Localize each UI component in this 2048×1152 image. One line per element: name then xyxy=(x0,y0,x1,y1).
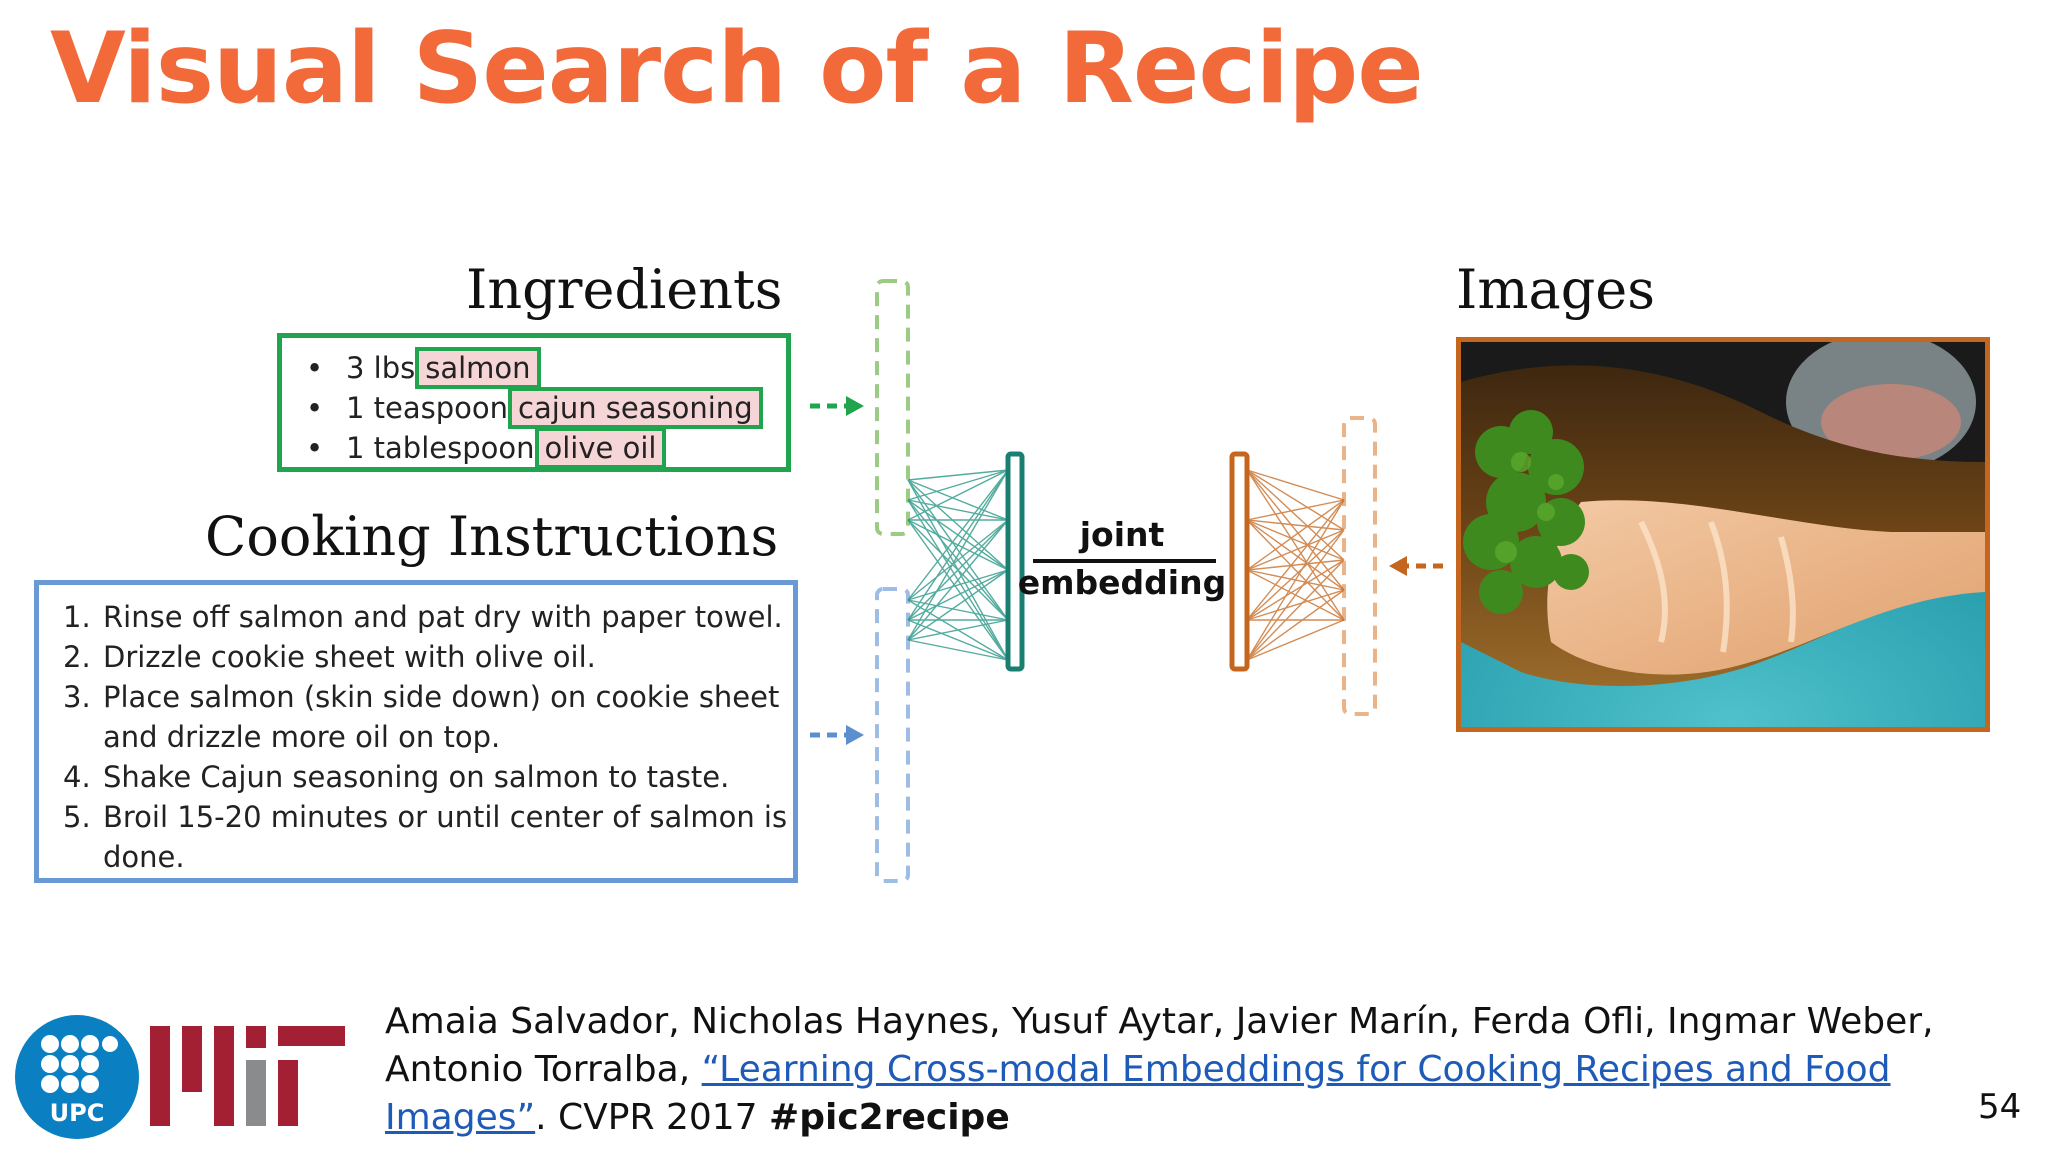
instruction-line: 2. Drizzle cookie sheet with olive oil. xyxy=(63,637,596,677)
left-connections xyxy=(907,469,1009,661)
connection-line xyxy=(907,519,1009,601)
images-heading: Images xyxy=(1456,258,1655,321)
connection-line xyxy=(907,499,1009,521)
connection-line xyxy=(907,569,1009,641)
step-text: Broil 15-20 minutes or until center of s… xyxy=(103,800,788,834)
image-embedding-bar xyxy=(1229,451,1250,672)
connection-line xyxy=(907,479,1009,521)
food-image xyxy=(1456,337,1990,732)
connection-line xyxy=(1246,619,1345,661)
connection-line xyxy=(1246,469,1345,561)
image-feature-vector xyxy=(1342,416,1377,716)
step-text: done. xyxy=(103,840,185,874)
upc-logo-text: UPC xyxy=(50,1099,105,1127)
citation-authors-line1: Amaia Salvador, Nicholas Haynes, Yusuf A… xyxy=(385,1001,1934,1042)
connection-line xyxy=(907,519,1009,661)
upc-logo: UPC xyxy=(15,1015,139,1139)
connection-line xyxy=(1246,529,1345,571)
connection-line xyxy=(1246,519,1345,591)
paper-link[interactable]: “Learning Cross-modal Embeddings for Coo… xyxy=(385,1049,1891,1138)
connection-line xyxy=(907,519,1009,641)
instruction-line: and drizzle more oil on top. xyxy=(63,717,500,757)
ingredient-highlight: olive oil xyxy=(534,427,667,469)
salmon-plate-illustration xyxy=(1461,342,1985,727)
step-text: Place salmon (skin side down) on cookie … xyxy=(103,680,780,714)
connection-line xyxy=(907,619,1009,641)
connection-line xyxy=(907,519,1009,621)
step-number: 2. xyxy=(63,640,91,674)
connection-line xyxy=(1246,559,1345,571)
instruction-line: 1. Rinse off salmon and pat dry with pape… xyxy=(63,597,783,637)
ingredients-heading: Ingredients xyxy=(466,258,783,321)
connection-line xyxy=(907,619,1009,661)
joint-label-line2: embedding xyxy=(1018,563,1226,602)
instructions-box: 1. Rinse off salmon and pat dry with pape… xyxy=(34,580,798,883)
mit-logo xyxy=(150,1026,345,1126)
connection-line xyxy=(1246,499,1345,661)
connection-line xyxy=(907,639,1009,661)
instruction-feature-vector xyxy=(875,587,910,883)
connection-line xyxy=(1246,589,1345,661)
connection-line xyxy=(1246,469,1345,501)
connection-line xyxy=(907,469,1009,601)
connection-line xyxy=(1246,529,1345,621)
connection-line xyxy=(1246,499,1345,571)
connection-line xyxy=(1246,519,1345,621)
step-text: Rinse off salmon and pat dry with paper … xyxy=(103,600,783,634)
step-text: Shake Cajun seasoning on salmon to taste… xyxy=(103,760,730,794)
bullet: • xyxy=(306,391,324,425)
connection-line xyxy=(907,469,1009,621)
connection-line xyxy=(907,479,1009,621)
citation-authors-line2: Antonio Torralba, xyxy=(385,1049,702,1090)
recipe-embedding-bar xyxy=(1005,451,1025,672)
step-number: 3. xyxy=(63,680,91,714)
connection-line xyxy=(907,469,1009,521)
connection-line xyxy=(1246,519,1345,531)
instructions-heading: Cooking Instructions xyxy=(205,505,779,568)
slide-title: Visual Search of a Recipe xyxy=(50,12,1424,126)
instruction-line: 3. Place salmon (skin side down) on cooki… xyxy=(63,677,779,717)
citation-venue: . CVPR 2017 xyxy=(535,1097,770,1138)
ingredient-quantity: 1 teaspoon xyxy=(346,391,509,425)
connection-line xyxy=(1246,469,1345,621)
connection-line xyxy=(907,469,1009,641)
connection-line xyxy=(1246,519,1345,561)
connection-line xyxy=(1246,559,1345,621)
citation: Amaia Salvador, Nicholas Haynes, Yusuf A… xyxy=(385,998,1945,1142)
step-number: 5. xyxy=(63,800,91,834)
step-number: 4. xyxy=(63,760,91,794)
step-number: 1. xyxy=(63,600,91,634)
joint-label-line1: joint xyxy=(1078,515,1165,554)
instruction-line: 5. Broil 15-20 minutes or until center of… xyxy=(63,797,787,837)
connection-line xyxy=(1246,589,1345,621)
step-text: Drizzle cookie sheet with olive oil. xyxy=(103,640,596,674)
connection-line xyxy=(907,469,1009,481)
ingredient-quantity: 1 tablespoon xyxy=(346,431,535,465)
instruction-line: done. xyxy=(63,837,185,877)
bullet: • xyxy=(306,431,324,465)
connection-line xyxy=(1246,529,1345,661)
ingredient-feature-vector xyxy=(875,279,910,536)
ingredient-arrow xyxy=(810,396,864,416)
ingredient-highlight: salmon xyxy=(415,347,541,389)
page-number: 54 xyxy=(1978,1087,2022,1127)
connection-line xyxy=(1246,559,1345,661)
ingredient-highlight: cajun seasoning xyxy=(508,387,763,429)
connection-line xyxy=(1246,499,1345,621)
citation-hashtag: #pic2recipe xyxy=(769,1097,1010,1138)
ingredient-quantity: 3 lbs xyxy=(346,351,416,385)
instruction-line: 4. Shake Cajun seasoning on salmon to tas… xyxy=(63,757,729,797)
image-arrow xyxy=(1389,556,1443,576)
connection-line xyxy=(1246,499,1345,521)
connection-line xyxy=(907,469,1009,501)
instruction-arrow xyxy=(810,725,864,745)
right-connections xyxy=(1246,469,1345,661)
bullet: • xyxy=(306,351,324,385)
step-text: and drizzle more oil on top. xyxy=(103,720,501,754)
